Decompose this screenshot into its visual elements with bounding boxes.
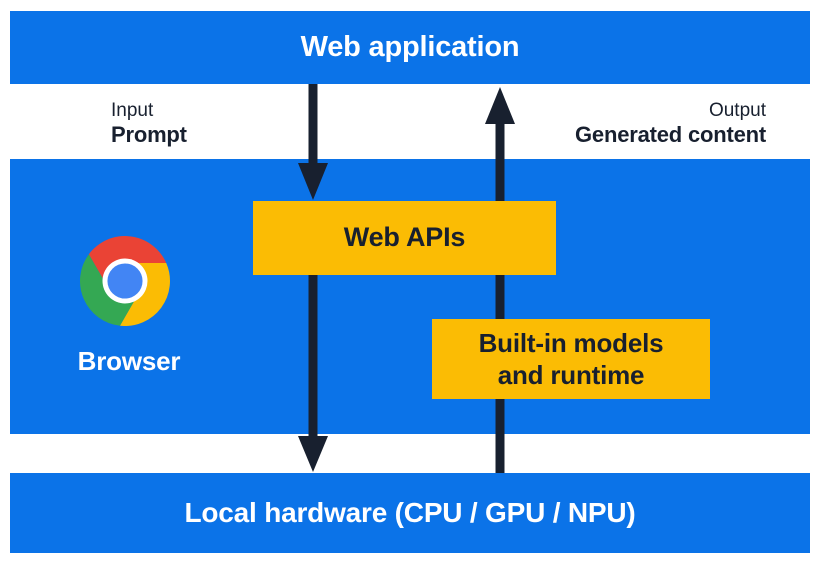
output-value: Generated content [575, 122, 766, 148]
local-hardware-layer: Local hardware (CPU / GPU / NPU) [10, 473, 810, 553]
local-hardware-label: Local hardware (CPU / GPU / NPU) [184, 497, 636, 528]
builtin-models-label-line2: and runtime [497, 360, 645, 390]
browser-label: Browser [77, 346, 181, 376]
web-application-layer: Web application [10, 11, 810, 84]
builtin-models-box: Built-in models and runtime [432, 319, 710, 399]
output-label: Output [708, 100, 766, 121]
input-annotation: Input Prompt [111, 100, 187, 148]
chrome-logo-icon [80, 236, 170, 326]
web-application-label: Web application [300, 31, 520, 63]
web-apis-label: Web APIs [343, 222, 466, 253]
web-apis-box: Web APIs [253, 201, 556, 275]
builtin-models-label-line1: Built-in models [478, 327, 664, 358]
output-annotation: Output Generated content [575, 100, 766, 148]
input-value: Prompt [111, 122, 187, 148]
input-label: Input [111, 100, 154, 121]
